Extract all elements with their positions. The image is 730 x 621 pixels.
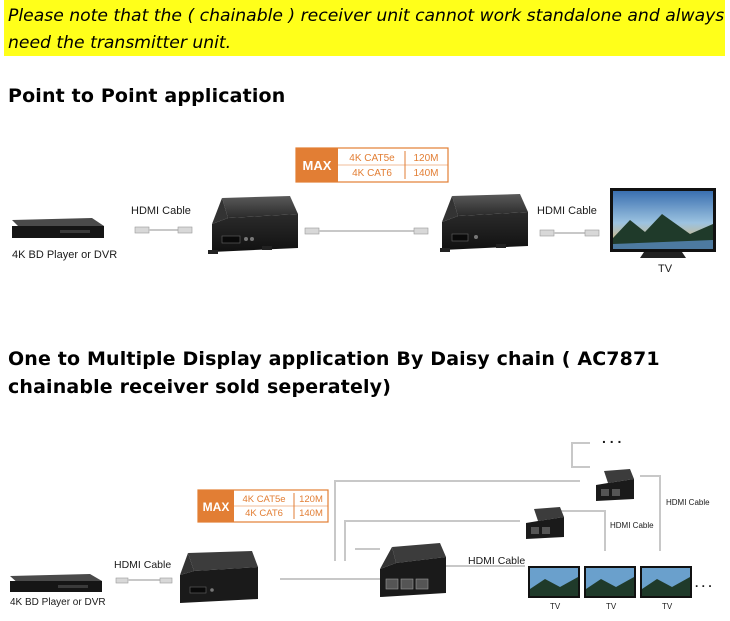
more-tvs-dots: . . . xyxy=(695,576,712,590)
max-distance-badge-2: MAX 4K CAT5e 120M 4K CAT6 140M xyxy=(197,489,329,523)
daisy-receiver-2 xyxy=(526,507,564,539)
hdmi-cable-left xyxy=(134,226,193,234)
max-row1-type: 4K CAT5e xyxy=(349,153,395,164)
tv-label-3: TV xyxy=(662,602,673,611)
max-row2-length: 140M xyxy=(413,168,438,179)
section-title-daisy-chain-line2: chainable receiver sold seperately) xyxy=(8,376,392,398)
receiver-unit xyxy=(440,194,528,252)
hdmi-cable-right-label: HDMI Cable xyxy=(537,205,597,217)
max-label: MAX xyxy=(303,158,332,173)
hdmi-cable-left-2 xyxy=(115,577,173,584)
tv-label-2: TV xyxy=(606,602,617,611)
tv-label-1: TV xyxy=(550,602,561,611)
note-banner: Please note that the ( chainable ) recei… xyxy=(4,0,725,56)
bd-player-icon xyxy=(12,218,104,238)
tv-icon-2 xyxy=(584,566,636,598)
tv-label: TV xyxy=(658,263,673,275)
transmitter-unit xyxy=(208,196,298,254)
max-label-bg xyxy=(296,148,338,182)
hdmi-cable-center-label: HDMI Cable xyxy=(468,555,525,567)
max-row2-type-2: 4K CAT6 xyxy=(245,508,283,519)
section-title-daisy-chain: One to Multiple Display application By D… xyxy=(8,345,660,401)
section-title-point-to-point: Point to Point application xyxy=(8,85,286,107)
section-title-daisy-chain-line1: One to Multiple Display application By D… xyxy=(8,348,660,370)
chainable-receiver-unit xyxy=(380,543,446,597)
point-to-point-diagram: MAX 4K CAT5e 120M 4K CAT6 140M 4K BD Pla… xyxy=(12,147,716,275)
source-label-2: 4K BD Player or DVR xyxy=(10,597,106,608)
max-row1-type-2: 4K CAT5e xyxy=(242,494,285,505)
max-row2-length-2: 140M xyxy=(299,508,323,519)
source-label: 4K BD Player or DVR xyxy=(12,249,117,261)
tv-icon-3 xyxy=(640,566,692,598)
hdmi-cable-mid-label: HDMI Cable xyxy=(610,521,654,530)
tv-row xyxy=(528,566,692,598)
daisy-chain-diagram: MAX 4K CAT5e 120M 4K CAT6 140M . . . 4K … xyxy=(10,430,712,611)
transmitter-unit-2 xyxy=(180,551,258,603)
note-line-2: need the transmitter unit. xyxy=(8,33,232,53)
tv-icon-1 xyxy=(528,566,580,598)
hdmi-cable-right-label-2: HDMI Cable xyxy=(666,498,710,507)
max-row2-type: 4K CAT6 xyxy=(352,168,392,179)
hdmi-cable-left-label: HDMI Cable xyxy=(131,205,191,217)
more-receivers-dots: . . . xyxy=(602,430,621,446)
cat-cable xyxy=(304,227,429,235)
hdmi-cable-left-label-2: HDMI Cable xyxy=(114,559,171,571)
max-row1-length-2: 120M xyxy=(299,494,323,505)
max-distance-badge: MAX 4K CAT5e 120M 4K CAT6 140M xyxy=(295,147,449,183)
tv-icon xyxy=(610,188,716,258)
max-row1-length: 120M xyxy=(413,153,438,164)
max-label-2: MAX xyxy=(203,500,230,514)
note-line-1: Please note that the ( chainable ) recei… xyxy=(8,6,725,26)
daisy-receiver-3 xyxy=(596,469,634,501)
daisy-chain-cables xyxy=(280,442,661,580)
hdmi-cable-right xyxy=(539,229,600,237)
bd-player-icon-2 xyxy=(10,574,102,592)
